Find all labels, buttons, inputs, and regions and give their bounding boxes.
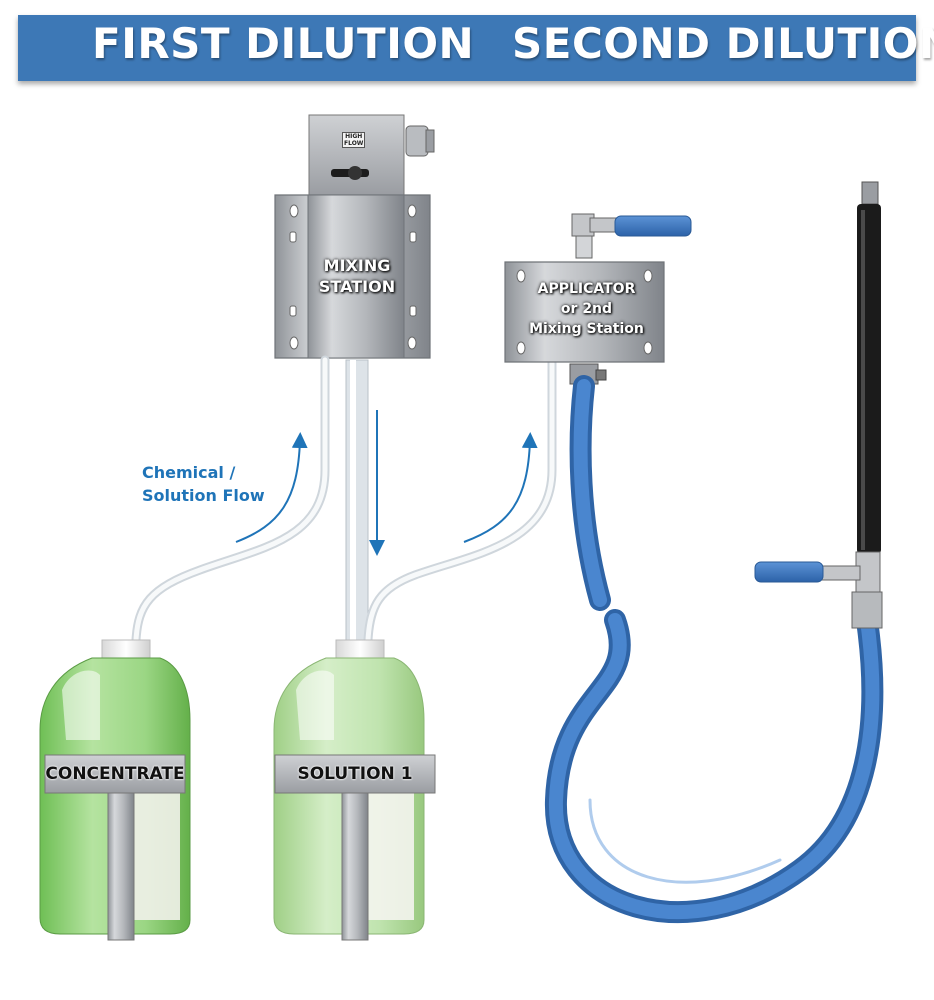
solution-1-label: SOLUTION 1 <box>297 764 413 784</box>
supply-tubes <box>131 355 557 646</box>
concentrate-label: CONCENTRATE <box>45 764 185 784</box>
applicator-unit <box>504 213 692 385</box>
mixing-station-line-2: STATION <box>318 277 396 296</box>
applicator-label: APPLICATOR or 2nd Mixing Station <box>514 279 659 339</box>
mixing-station-label: MIXING STATION <box>312 255 402 297</box>
blue-hose <box>544 375 884 924</box>
flow-annotation: Chemical / Solution Flow <box>142 461 265 507</box>
high-flow-tag: HIGH FLOW <box>342 132 366 148</box>
high-flow-line-2: FLOW <box>344 140 364 147</box>
solution-1-bottle <box>273 639 436 941</box>
high-flow-line-1: HIGH <box>345 133 363 140</box>
mixing-station-line-1: MIXING <box>323 256 391 275</box>
first-dilution-title: FIRST DILUTION <box>92 19 475 68</box>
flow-annotation-line-1: Chemical / <box>142 463 236 482</box>
concentrate-bottle <box>39 639 191 941</box>
applicator-line-3: Mixing Station <box>529 321 644 337</box>
flow-annotation-line-2: Solution Flow <box>142 486 265 505</box>
flow-arrows <box>235 410 538 556</box>
mixing-station <box>274 114 435 359</box>
second-dilution-title: SECOND DILUTION <box>512 19 934 68</box>
header-banner: FIRST DILUTION SECOND DILUTION <box>18 15 934 81</box>
applicator-line-1: APPLICATOR <box>537 281 636 297</box>
applicator-wand <box>754 181 883 629</box>
applicator-line-2: or 2nd <box>560 301 613 317</box>
